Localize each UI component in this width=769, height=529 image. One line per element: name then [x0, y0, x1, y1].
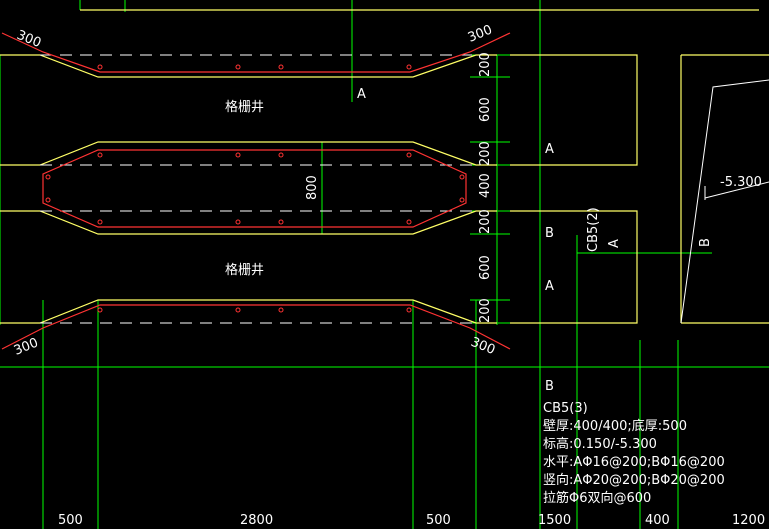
section-mark: B — [545, 226, 554, 241]
elevation-label: -5.300 — [720, 175, 762, 190]
corner-dimension: 300 — [469, 335, 498, 358]
note-line: 水平:AΦ16@200;BΦ16@200 — [543, 455, 725, 470]
chain-dimension: 200 — [478, 141, 493, 166]
wall-section — [680, 79, 769, 324]
note-line: 标高:0.150/-5.300 — [543, 436, 657, 452]
rebar-dots — [45, 64, 465, 313]
section-mark: A — [545, 279, 554, 294]
rebar-lines — [1, 32, 511, 350]
note-line: 竖向:AΦ20@200;BΦ20@200 — [543, 472, 725, 488]
corner-dimension: 300 — [12, 336, 41, 359]
note-line: 拉筋Φ6双向@600 — [543, 490, 651, 506]
chain-dimension: 200 — [478, 298, 493, 323]
bottom-dimension: 2800 — [240, 513, 273, 528]
chain-dimension: 600 — [478, 97, 493, 122]
section-mark: B — [545, 379, 554, 394]
section-tag: B — [698, 238, 713, 247]
section-tag: A — [607, 239, 622, 248]
chain-dimension: 200 — [478, 52, 493, 77]
chain-dimension: 200 — [478, 209, 493, 234]
section-mark: A — [545, 142, 554, 157]
chain-dimension: 600 — [478, 255, 493, 280]
bottom-dimension: 500 — [426, 513, 451, 528]
inner-dimension: 800 — [305, 175, 320, 200]
chain-dimension: 400 — [478, 173, 493, 198]
wall-outlines — [0, 9, 769, 324]
bottom-dimension: 400 — [645, 513, 670, 528]
note-line: CB5(3) — [543, 401, 588, 416]
grille-well-label: 格栅井 — [225, 99, 264, 115]
bottom-dimension: 1500 — [538, 513, 571, 528]
corner-dimension: 300 — [15, 28, 44, 51]
bottom-dimension: 500 — [58, 513, 83, 528]
note-line: 壁厚:400/400;底厚:500 — [543, 418, 687, 434]
wall-note: CB5(3) 壁厚:400/400;底厚:500 标高:0.150/-5.300… — [543, 401, 725, 506]
section-mark: A — [357, 87, 366, 102]
section-tag: CB5(2) — [586, 207, 601, 252]
grille-well-label: 格栅井 — [225, 262, 264, 278]
centerlines — [40, 54, 476, 324]
bottom-dimension: 1200 — [732, 513, 765, 528]
